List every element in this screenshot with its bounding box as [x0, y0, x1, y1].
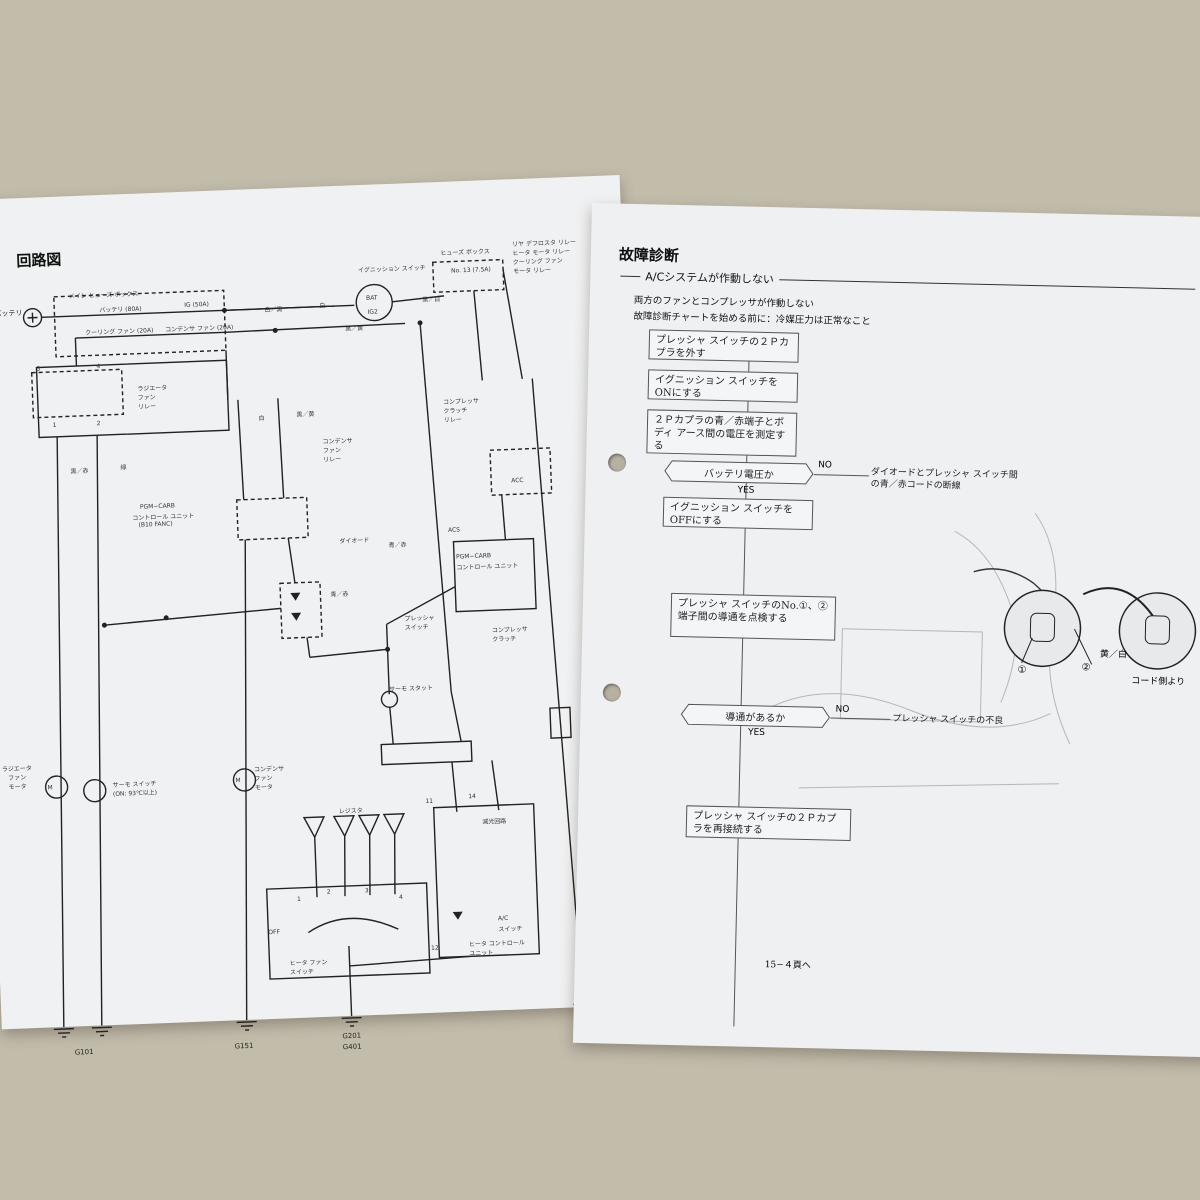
decision-1-result: ダイオードとプレッシャ スイッチ間の青／赤コードの断線	[870, 467, 1018, 492]
flow-step-6: プレッシャ スイッチの２Ｐカプラを再接続する	[685, 805, 852, 842]
connector-illustration	[1003, 587, 1197, 670]
compressor-clutch-2: クラッチ	[492, 635, 517, 644]
decision-2-result: プレッシャ スイッチの不良	[892, 713, 1004, 727]
ac-switch-1: A/C	[497, 914, 509, 923]
wire-black-yellow-2: 黒／黄	[296, 410, 315, 419]
pgm-unit-1: PGM−CARB	[139, 502, 176, 511]
diode-label: ダイオード	[339, 536, 370, 546]
punch-hole-bottom	[602, 683, 622, 702]
ground-g401: G401	[342, 1042, 362, 1052]
pin-14: 14	[468, 793, 477, 801]
page-title: 故障診断	[618, 245, 680, 265]
pgm-unit-3: (B10 FANC)	[138, 520, 173, 529]
right-page: 故障診断 A/Cシステムが作動しない 両方のファンとコンプレッサが作動しない 故…	[572, 203, 1200, 1058]
ground-g151: G151	[234, 1041, 254, 1051]
relay-pin-3: 3	[36, 365, 41, 373]
section-subtitle: A/Cシステムが作動しない	[640, 268, 780, 288]
wire-white-2: 白	[258, 414, 265, 423]
compressor-relay-3: リレー	[443, 416, 462, 424]
relay-pin-4: 4	[96, 363, 101, 371]
flow-step-2: イグニッション スイッチをONにする	[647, 369, 799, 403]
decision-2-text: 導通があるか	[725, 711, 786, 725]
wire-white: 白	[319, 302, 326, 310]
decision-1-no-line	[813, 474, 869, 477]
wire-blue-red-2: 青／赤	[330, 590, 349, 599]
condenser-relay-3: リレー	[323, 455, 342, 464]
flow-step-3: ２Ｐカプラの青／赤端子とボディ アース間の電圧を測定する	[646, 409, 798, 457]
heater-fan-switch-2: スイッチ	[289, 968, 315, 977]
heater-unit-2: ユニット	[469, 949, 494, 958]
battery-label: バッテリ	[0, 309, 23, 319]
flow-step-1: プレッシャ スイッチの２Ｐカプラを外す	[648, 329, 800, 363]
off-label: OFF	[268, 928, 281, 937]
wire-green: 緑	[120, 464, 127, 472]
wire-black-yellow: 黒／黄	[345, 325, 364, 333]
fan-pos-2: 2	[326, 888, 331, 896]
ac-switch-2: スイッチ	[498, 925, 523, 934]
background-illustration	[770, 512, 1071, 789]
decision-2-yes: YES	[747, 727, 766, 739]
fan-pos-4: 4	[398, 893, 404, 902]
thermostat-label: サーモ スタット	[388, 684, 434, 694]
radiator-motor-3: モータ	[8, 783, 27, 791]
fan-pos-1: 1	[296, 895, 302, 903]
decision-2-no: NO	[835, 704, 850, 715]
ig2-label: IG2	[367, 308, 378, 316]
fuse-ig-label: IG (50A)	[184, 300, 210, 309]
wire-blue-red: 青／赤	[388, 541, 407, 550]
intro-line-1: 両方のファンとコンプレッサが作動しない	[633, 294, 815, 311]
relay-pin-2: 2	[96, 420, 101, 428]
decision-1-text: バッテリ電圧か	[703, 468, 774, 481]
footer-next-page: 15−４頁へ	[764, 960, 811, 972]
decision-2: 導通があるか	[680, 703, 830, 728]
acs-label: ACS	[447, 526, 461, 534]
flow-step-4: イグニッション スイッチをOFFにする	[662, 496, 814, 531]
compressor-relay-2: クラッチ	[443, 407, 468, 415]
decision-1: バッテリ電圧か	[664, 460, 814, 485]
acc-label: ACC	[511, 476, 524, 485]
motor-m-1: M	[47, 784, 53, 792]
fuse-battery-label: バッテリ (80A)	[99, 305, 142, 315]
motor-m-2: M	[235, 777, 241, 785]
decision-1-yes: YES	[737, 485, 755, 496]
radiator-relay-3: リレー	[137, 403, 157, 411]
wire-black-white: 黒／白	[422, 296, 441, 304]
bat-label: BAT	[365, 294, 378, 302]
intro-line-2: 故障診断チャートを始める前に：冷媒圧力は正常なこと	[633, 310, 871, 328]
photo-side-label: コード側より	[1131, 676, 1186, 688]
pressure-switch-2: スイッチ	[404, 623, 429, 632]
pgm-unit2-1: PGM−CARB	[455, 552, 492, 561]
punch-hole-top	[607, 453, 627, 472]
photo-mark-1: ①	[1017, 664, 1027, 676]
relay-pin-1: 1	[52, 421, 57, 429]
pin-11: 11	[425, 797, 434, 805]
circuit-diagram	[22, 258, 594, 1038]
wire-black-red: 黒／赤	[70, 467, 89, 476]
photo-wire-label: 黄／白	[1099, 649, 1128, 661]
flow-step-5: プレッシャ スイッチのNo.①、②端子間の導通を点検する	[670, 592, 837, 641]
ground-g201: G201	[342, 1031, 362, 1041]
dimmer-label: 減光回路	[482, 817, 507, 826]
left-page: 回路図	[0, 175, 652, 1057]
photo-mark-2: ②	[1081, 662, 1091, 674]
condenser-motor-3: モータ	[254, 783, 273, 792]
pin-12: 12	[430, 944, 439, 952]
fan-pos-3: 3	[364, 887, 369, 895]
wire-white-black: 白／黒	[264, 306, 283, 314]
thermo-switch-2: (ON: 93℃以上)	[112, 789, 158, 798]
rear-relay-4: モータ リレー	[513, 266, 552, 276]
resistor-label: レジスタ	[338, 807, 363, 816]
decision-1-no: NO	[817, 460, 833, 471]
fuse-box-label: ヒューズ ボックス	[440, 248, 490, 257]
ground-g101: G101	[74, 1047, 94, 1057]
